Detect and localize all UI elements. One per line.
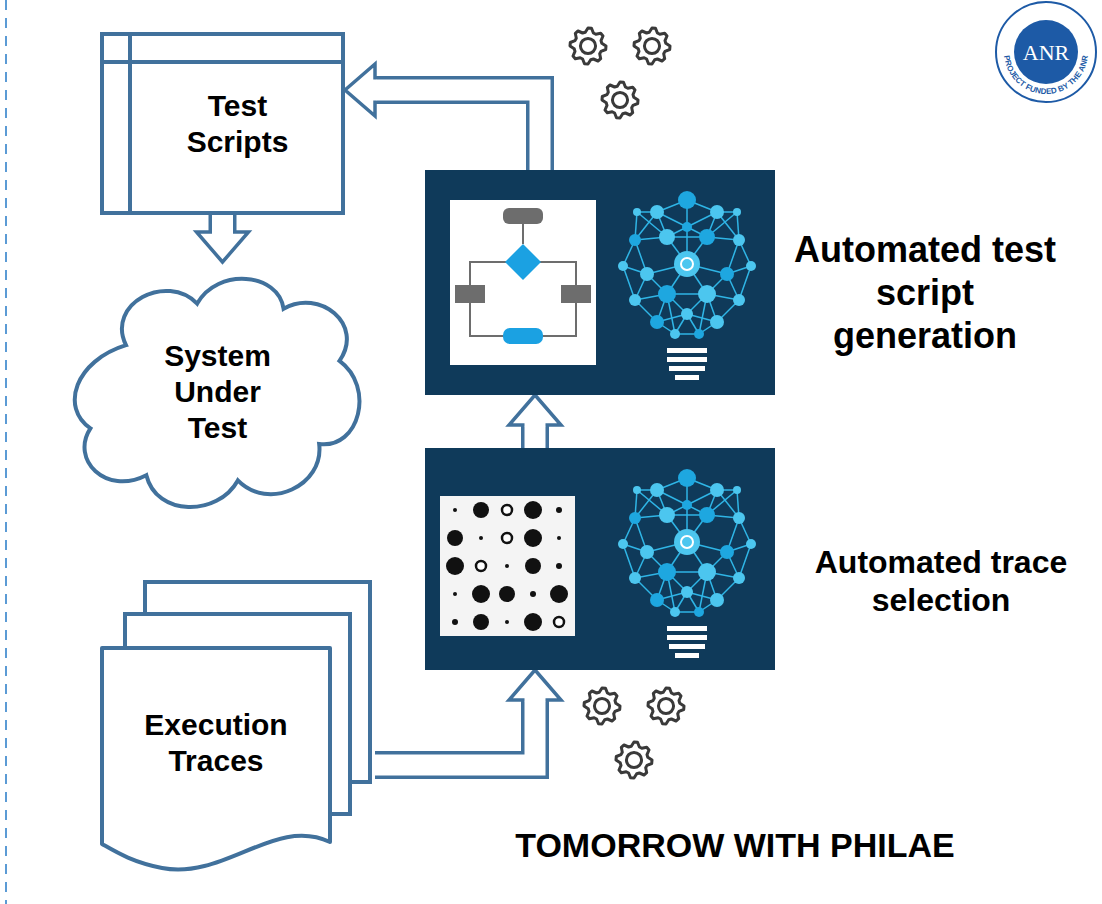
block-arrow <box>197 215 249 262</box>
arrow-shaft-fill <box>212 215 233 234</box>
logo-text: ANR <box>1023 40 1070 65</box>
dot-matrix-picture <box>440 496 575 636</box>
window-frame <box>102 34 343 213</box>
arrow-seam <box>212 230 233 235</box>
anr-logo: ANRPROJECT FUNDED BY THE ANR <box>996 2 1096 102</box>
footer-caption: TOMORROW WITH PHILAE <box>500 826 970 865</box>
arrow-shaft-outline <box>373 90 540 170</box>
label-holder: System Under Test <box>65 262 370 522</box>
document-stack: Execution Traces <box>100 580 375 880</box>
arrow-shaft-fill <box>525 423 546 448</box>
panel-ground <box>425 448 775 670</box>
panel-ground <box>425 170 775 395</box>
arrow-head <box>509 395 561 425</box>
label-holder: Execution Traces <box>102 648 330 838</box>
test-scripts-box: Test Scripts <box>100 32 345 215</box>
gear-hole <box>658 698 673 713</box>
arrow-shaft-outline <box>521 423 549 448</box>
arrow-heads <box>345 64 375 116</box>
gear <box>616 742 652 778</box>
label-holder: Test Scripts <box>130 32 345 215</box>
flowchart-picture <box>450 200 596 365</box>
gear <box>602 82 638 118</box>
gear-hole <box>626 752 641 767</box>
gear <box>584 688 620 724</box>
node-label: System Under Test <box>148 338 288 446</box>
arrow-heads <box>509 670 561 700</box>
gear-hole <box>612 92 627 107</box>
frame-line <box>102 60 343 64</box>
arrow-shaft-fill <box>375 698 535 765</box>
arrow-head <box>197 232 249 262</box>
node-outline <box>425 170 775 395</box>
cloud-outline <box>75 279 360 507</box>
arrow-heads <box>197 232 249 262</box>
block-arrow <box>509 395 561 448</box>
gear-hole <box>580 38 595 53</box>
arrow-heads <box>509 395 561 425</box>
node-outline <box>100 32 345 215</box>
gear <box>648 688 684 724</box>
arrow-head <box>345 64 375 116</box>
block-arrow <box>375 670 561 765</box>
block-arrow <box>345 64 540 170</box>
arrow-shaft-fill <box>373 90 540 170</box>
ai-panel: Automated trace selection <box>425 448 775 670</box>
arrow-shaft-outline <box>375 698 535 765</box>
panel-heading: Automated trace selection <box>785 543 1097 620</box>
gear-hole <box>594 698 609 713</box>
logo-disc <box>1014 20 1078 84</box>
gear <box>570 28 606 64</box>
ai-panel: Automated test script generation <box>425 170 775 395</box>
arrow-seam <box>525 697 546 702</box>
node-outline <box>425 448 775 670</box>
front-page <box>102 648 330 870</box>
gear <box>634 28 670 64</box>
cloud-shape: System Under Test <box>65 262 370 522</box>
node-label: Execution Traces <box>116 707 316 779</box>
arrow-seam <box>372 80 377 101</box>
logo-ring <box>996 2 1096 102</box>
node-label: Test Scripts <box>163 88 313 160</box>
dashed-divider <box>5 0 7 904</box>
panel-heading: Automated test script generation <box>790 228 1060 358</box>
lightbulb-network <box>618 191 756 380</box>
logo-caption: PROJECT FUNDED BY THE ANR <box>1002 54 1090 96</box>
arrow-shaft-outline <box>209 215 237 234</box>
lightbulb-network <box>618 469 756 658</box>
arrow-head <box>509 670 561 700</box>
arrow-seam <box>525 422 546 427</box>
gear-hole <box>644 38 659 53</box>
